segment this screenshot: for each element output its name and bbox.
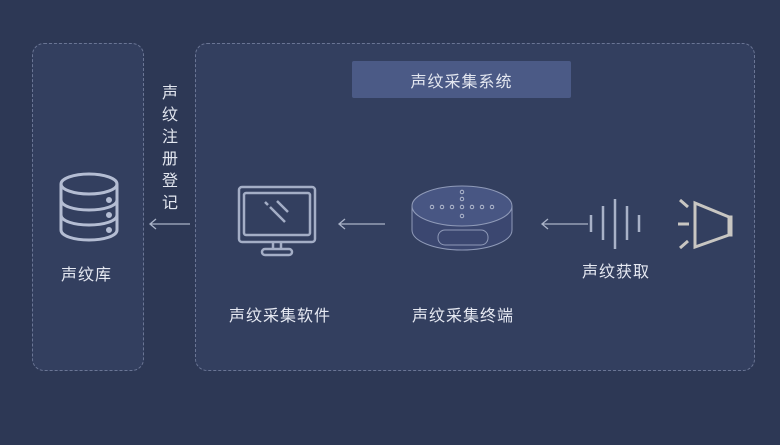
sound-wave-icon bbox=[589, 199, 641, 249]
arrow-left-icon bbox=[148, 218, 190, 230]
arrow-left-icon bbox=[540, 218, 588, 230]
database-label: 声纹库 bbox=[61, 265, 113, 284]
software-label: 声纹采集软件 bbox=[229, 306, 332, 325]
terminal-device-icon bbox=[411, 185, 513, 251]
terminal-label: 声纹采集终端 bbox=[412, 306, 515, 325]
registration-label: 声纹注册登记 bbox=[161, 83, 178, 212]
system-title: 声纹采集系统 bbox=[352, 61, 571, 98]
monitor-icon bbox=[237, 185, 317, 257]
database-panel bbox=[32, 43, 144, 371]
database-icon bbox=[59, 172, 119, 242]
speaker-icon bbox=[678, 198, 733, 250]
arrow-left-icon bbox=[337, 218, 385, 230]
acquisition-label: 声纹获取 bbox=[582, 262, 651, 281]
